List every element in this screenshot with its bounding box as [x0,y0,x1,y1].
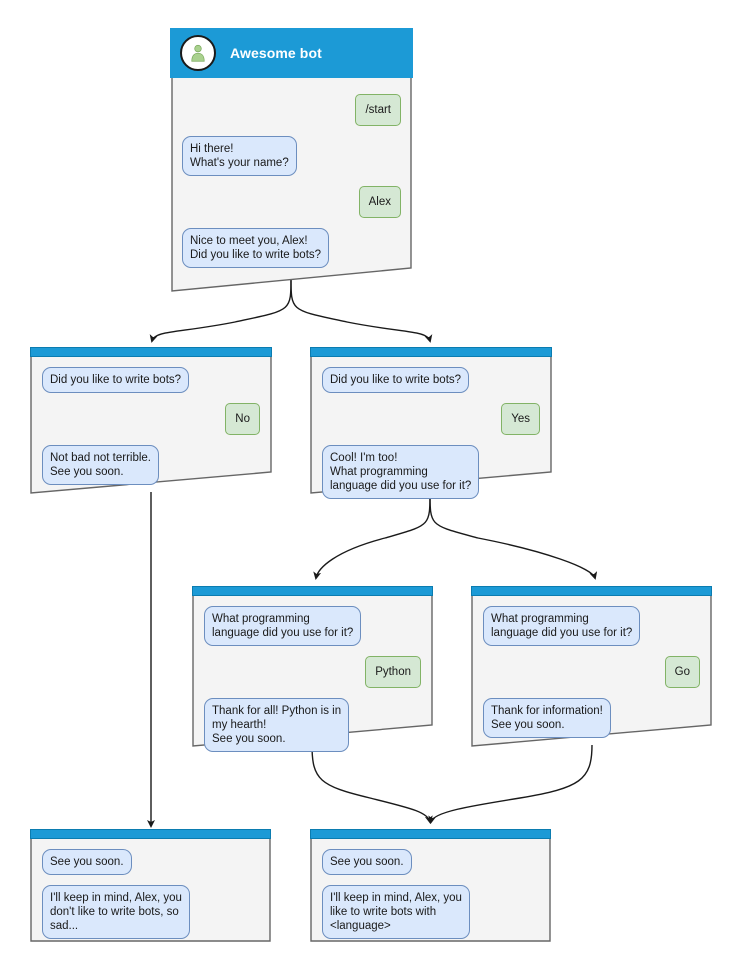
bot-message-bubble: See you soon. [322,849,412,875]
user-reply-bubble[interactable]: Go [664,656,700,688]
node-go-branch[interactable]: What programming language did you use fo… [471,586,712,748]
message-row: Thank for information! See you soon. [483,698,700,738]
node-go-branch-header [471,586,712,596]
user-reply-bubble[interactable]: Yes [501,403,540,435]
edge-yes-to-python [313,491,431,580]
edge-python-to-end-happy [311,744,433,824]
message-row: See you soon. [42,849,259,875]
message-row: What programming language did you use fo… [483,606,700,646]
message-row: I'll keep in mind, Alex, you don't like … [42,885,259,939]
bot-message-bubble: Did you like to write bots? [42,367,190,393]
message-row: Python [204,656,421,688]
message-row: Yes [322,403,540,435]
message-row: Did you like to write bots? [42,367,260,393]
message-row: Thank for all! Python is in my hearth! S… [204,698,421,752]
node-end-happy[interactable]: See you soon. I'll keep in mind, Alex, y… [310,829,551,942]
user-reply-bubble[interactable]: Python [365,656,421,688]
bot-message-bubble: Thank for information! See you soon. [483,698,611,738]
node-end-happy-chat: See you soon. I'll keep in mind, Alex, y… [310,841,551,942]
message-row: Nice to meet you, Alex! Did you like to … [182,228,401,268]
message-row: /start [182,94,401,126]
node-end-sad-header [30,829,271,839]
bot-message-bubble: I'll keep in mind, Alex, you like to wri… [322,885,470,939]
node-go-branch-chat: What programming language did you use fo… [471,598,712,738]
bot-name-label: Awesome bot [230,45,322,61]
edge-yes-to-go [429,491,598,580]
bot-message-bubble: Did you like to write bots? [322,367,470,393]
bot-message-bubble: What programming language did you use fo… [483,606,641,646]
node-root-header: Awesome bot [170,28,413,78]
node-python-branch-chat: What programming language did you use fo… [192,598,433,752]
bot-message-bubble: Hi there! What's your name? [182,136,297,176]
node-root[interactable]: Awesome bot /start Hi there! What's your… [170,28,413,293]
bot-message-bubble: Not bad not terrible. See you soon. [42,445,160,485]
bot-message-bubble: Cool! I'm too! What programming language… [322,445,480,499]
person-icon [180,35,216,71]
node-end-sad[interactable]: See you soon. I'll keep in mind, Alex, y… [30,829,271,942]
user-reply-bubble[interactable]: No [225,403,260,435]
message-row: Hi there! What's your name? [182,136,401,176]
user-reply-bubble[interactable]: /start [355,94,401,126]
node-yes-branch-header [310,347,552,357]
message-row: See you soon. [322,849,539,875]
node-no-branch-chat: Did you like to write bots? No Not bad n… [30,359,272,485]
node-root-chat: /start Hi there! What's your name? Alex … [170,86,413,282]
user-reply-bubble[interactable]: Alex [358,186,401,218]
node-yes-branch-chat: Did you like to write bots? Yes Cool! I'… [310,359,552,499]
node-end-happy-header [310,829,551,839]
message-row: What programming language did you use fo… [204,606,421,646]
message-row: I'll keep in mind, Alex, you like to wri… [322,885,539,939]
node-end-sad-chat: See you soon. I'll keep in mind, Alex, y… [30,841,271,942]
message-row: No [42,403,260,435]
edge-go-to-end-happy [428,744,593,824]
node-yes-branch[interactable]: Did you like to write bots? Yes Cool! I'… [310,347,552,499]
node-no-branch-header [30,347,272,357]
node-no-branch[interactable]: Did you like to write bots? No Not bad n… [30,347,272,495]
bot-message-bubble: I'll keep in mind, Alex, you don't like … [42,885,190,939]
message-row: Alex [182,186,401,218]
message-row: Go [483,656,700,688]
node-python-branch[interactable]: What programming language did you use fo… [192,586,433,752]
bot-message-bubble: What programming language did you use fo… [204,606,362,646]
bot-message-bubble: Thank for all! Python is in my hearth! S… [204,698,350,752]
bot-message-bubble: Nice to meet you, Alex! Did you like to … [182,228,330,268]
message-row: Cool! I'm too! What programming language… [322,445,540,499]
bot-message-bubble: See you soon. [42,849,132,875]
message-row: Did you like to write bots? [322,367,540,393]
message-row: Not bad not terrible. See you soon. [42,445,260,485]
node-python-branch-header [192,586,433,596]
